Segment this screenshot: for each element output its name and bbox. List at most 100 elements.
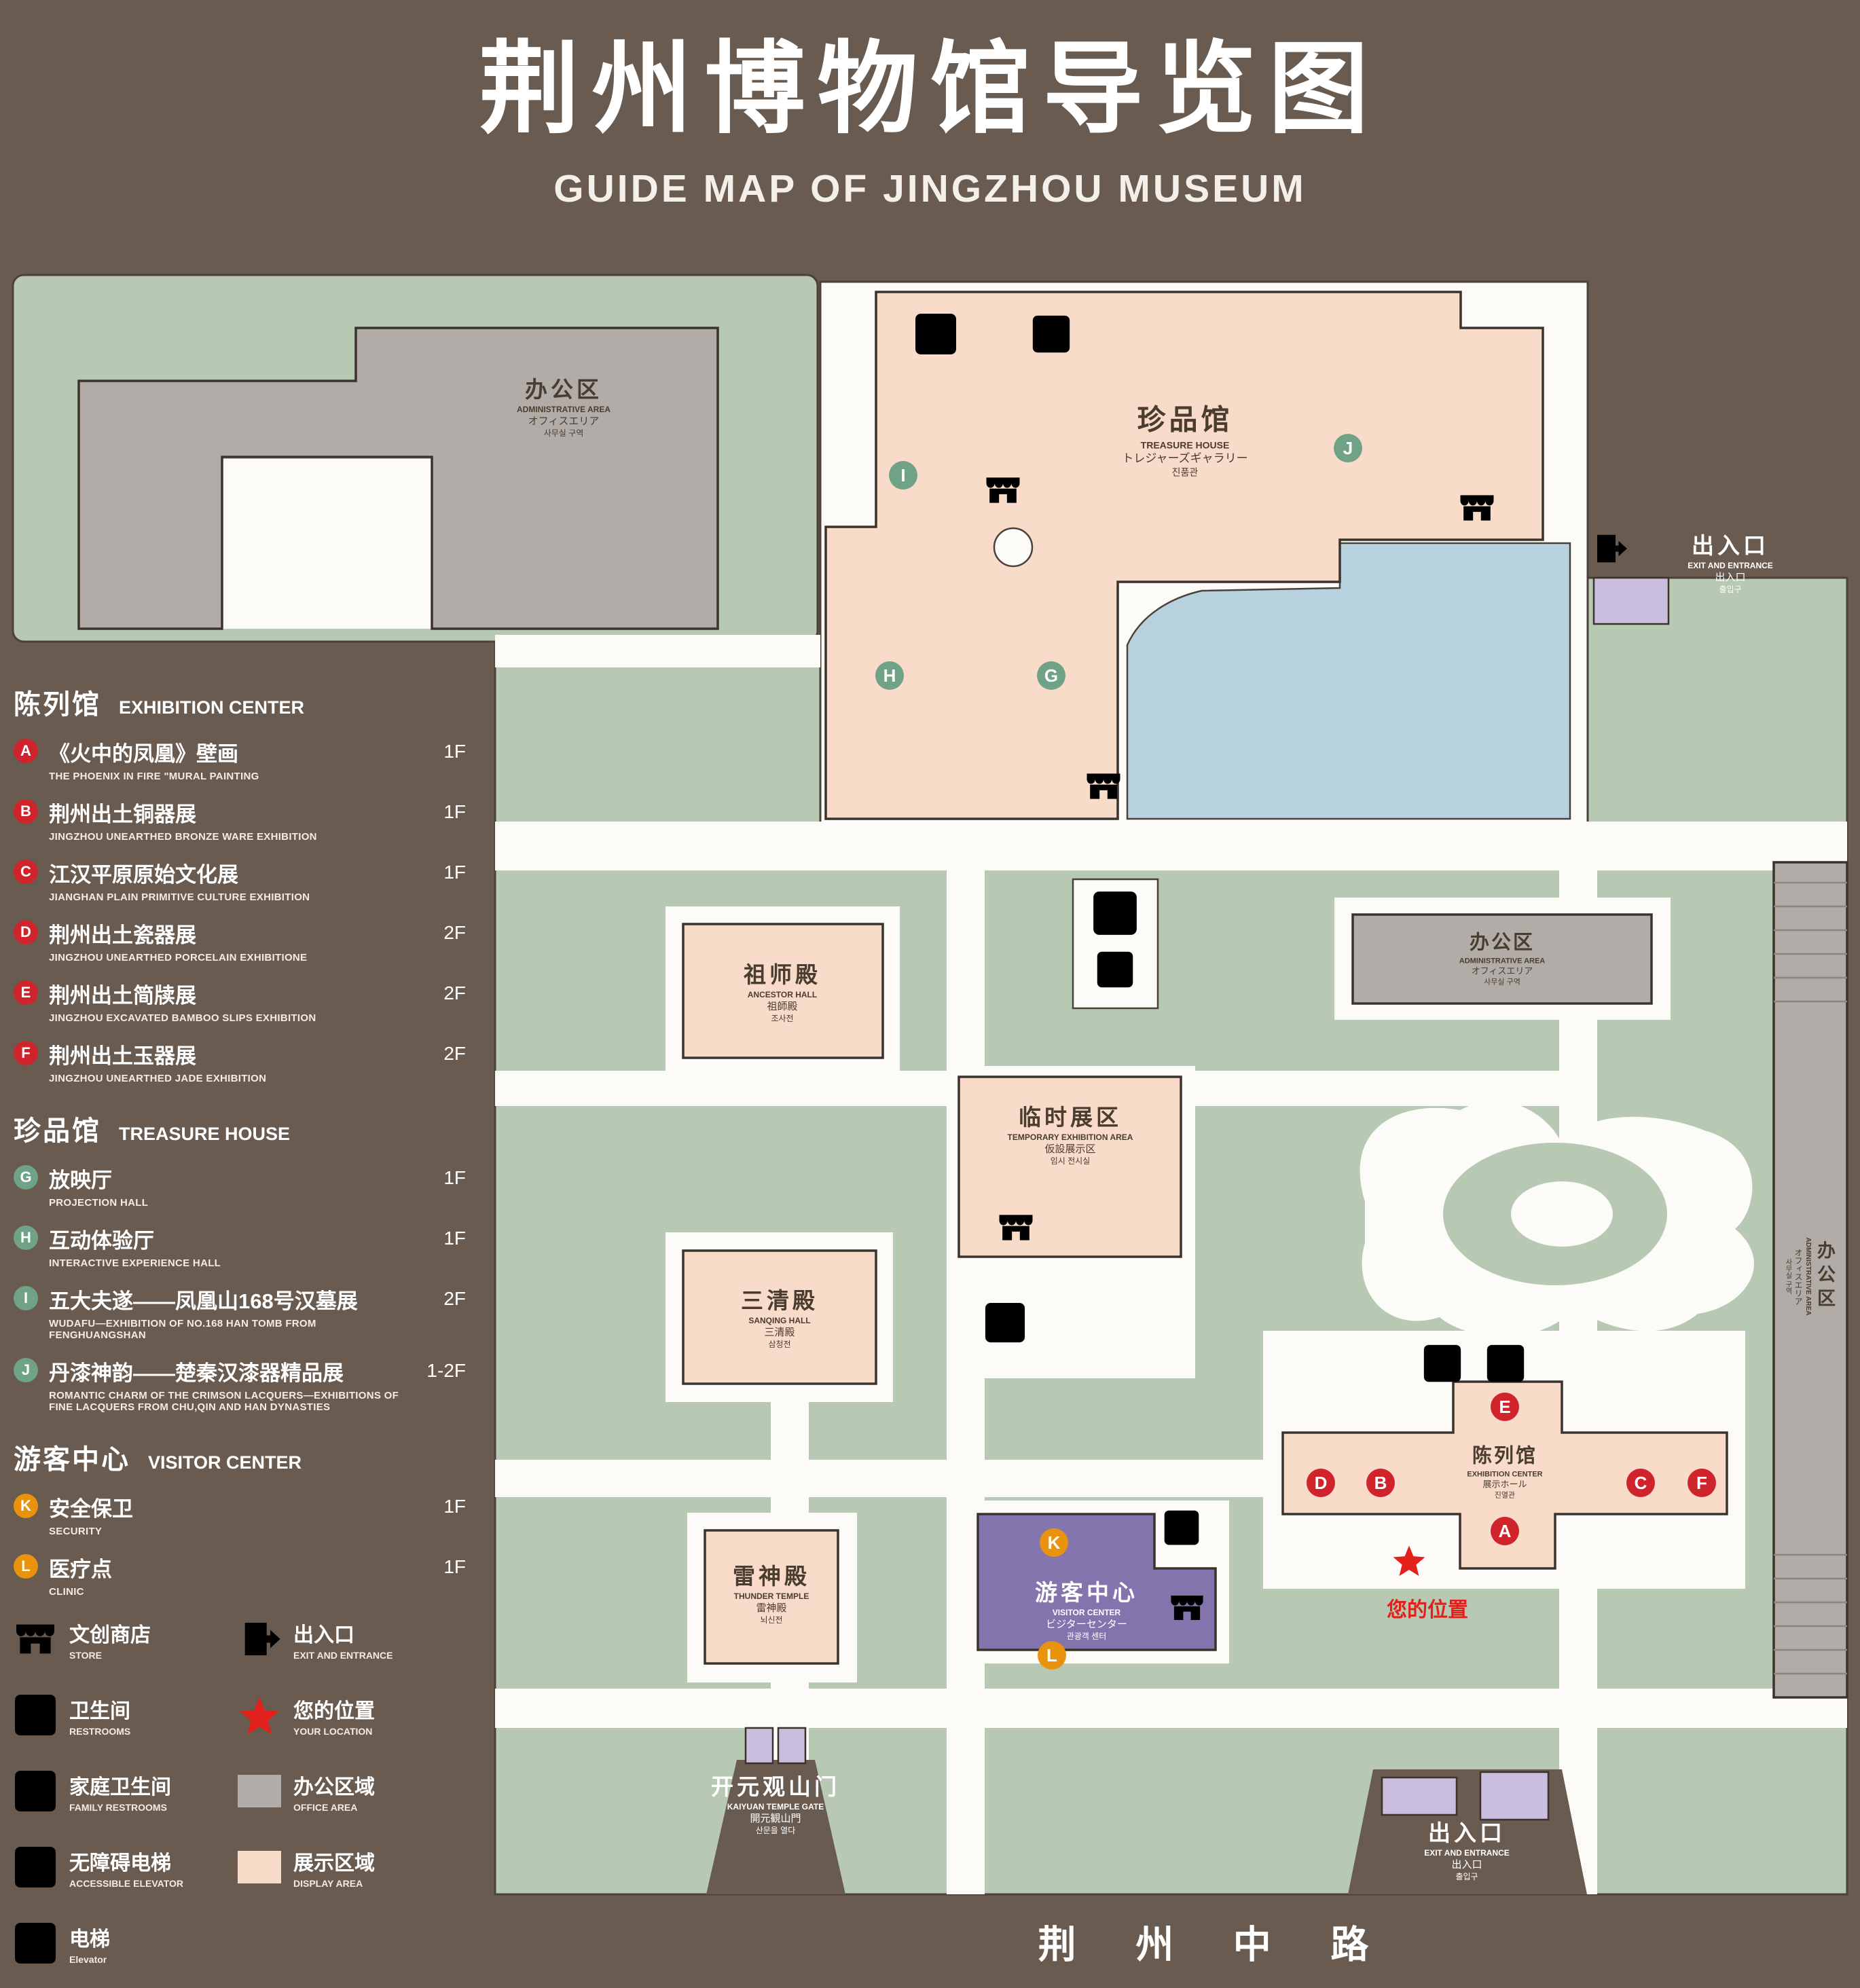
label-thunder-temple: 雷神殿 THUNDER TEMPLE 雷神殿 뇌신전: [733, 1564, 810, 1625]
accessible-elevator-icon: [14, 1845, 57, 1889]
building-ancestor-hall[interactable]: [682, 923, 884, 1059]
accessible-elevator-icon: [1423, 1344, 1462, 1383]
round-plaza: [993, 527, 1034, 568]
section-title-en: EXHIBITION CENTER: [119, 697, 305, 718]
map-marker-g[interactable]: G: [1037, 661, 1065, 690]
label-admin-northwest: 办公区 ADMINISTRATIVE AREA オフィスエリア 사무실 구역: [517, 377, 610, 439]
your-location-label: 您的位置: [1387, 1599, 1468, 1621]
legend-item-l[interactable]: L 医疗点 CLINIC 1F: [14, 1552, 489, 1598]
map-marker-j[interactable]: J: [1334, 434, 1362, 462]
page-header: 荆州博物馆导览图 GUIDE MAP OF JINGZHOU MUSEUM: [0, 0, 1860, 211]
map-marker-h[interactable]: H: [875, 661, 904, 690]
marker-badge: B: [14, 799, 38, 824]
store-icon: [1169, 1589, 1205, 1626]
legend-item-d[interactable]: D 荆州出土瓷器展 JINGZHOU UNEARTHED PORCELAIN E…: [14, 918, 489, 963]
label-exit-south: 出入口 EXIT AND ENTRANCE 出入口 출입구: [1424, 1820, 1510, 1882]
page-title: 荆州博物馆导览图: [479, 33, 1381, 145]
legend-item-b[interactable]: B 荆州出土铜器展 JINGZHOU UNEARTHED BRONZE WARE…: [14, 797, 489, 843]
display-area-swatch: [238, 1851, 281, 1883]
exit-icon: [238, 1617, 281, 1661]
map-marker-k[interactable]: K: [1040, 1528, 1068, 1557]
map-marker-d[interactable]: D: [1307, 1469, 1335, 1497]
label-exit-northeast: 出入口 EXIT AND ENTRANCE 出入口 출입구: [1688, 533, 1773, 595]
map-marker-b[interactable]: B: [1366, 1469, 1395, 1497]
courtyard-northwest: [222, 459, 432, 629]
page-subtitle: GUIDE MAP OF JINGZHOU MUSEUM: [553, 167, 1307, 210]
floor-tag: 2F: [443, 1043, 466, 1064]
floor-tag: 2F: [443, 1288, 466, 1309]
floor-tag: 2F: [443, 922, 466, 943]
section-title-zh: 陈列馆: [14, 690, 101, 720]
map-marker-a[interactable]: A: [1491, 1517, 1519, 1545]
restroom-icon: [14, 1693, 57, 1737]
legend-item-h[interactable]: H 互动体验厅 INTERACTIVE EXPERIENCE HALL 1F: [14, 1223, 489, 1269]
marker-badge: K: [14, 1494, 38, 1518]
section-title-zh: 游客中心: [14, 1445, 130, 1475]
marker-badge: H: [14, 1226, 38, 1250]
label-ancestor-hall: 祖师殿 ANCESTOR HALL 祖師殿 조사전: [744, 962, 821, 1024]
map-marker-e[interactable]: E: [1491, 1393, 1519, 1421]
legend-section-treasure-house: 珍品馆 TREASURE HOUSE: [14, 1109, 489, 1148]
legend-item-i[interactable]: I 五大夫遂——凤凰山168号汉墓展 WUDAFU—EXHIBITION OF …: [14, 1284, 489, 1341]
marker-badge: J: [14, 1358, 38, 1382]
south-exit-pad[interactable]: [1479, 1771, 1550, 1821]
corridor: [495, 1689, 1847, 1728]
floor-tag: 1F: [443, 741, 466, 762]
floor-tag: 1-2F: [426, 1360, 466, 1381]
restroom-icon: [1486, 1344, 1525, 1383]
legend-item-f[interactable]: F 荆州出土玉器展 JINGZHOU UNEARTHED JADE EXHIBI…: [14, 1039, 489, 1084]
temple-gate-pad[interactable]: [777, 1727, 807, 1765]
building-admin-northwest[interactable]: [77, 327, 719, 630]
road-name: 荆 州 中 路: [1038, 1923, 1393, 1966]
legend-item-j[interactable]: J 丹漆神韵——楚秦汉漆器精品展 ROMANTIC CHARM OF THE C…: [14, 1356, 489, 1413]
building-admin-east[interactable]: [1351, 913, 1653, 1005]
marker-badge: D: [14, 920, 38, 944]
corridor: [495, 822, 1847, 870]
label-temporary-exhibition: 临时展区 TEMPORARY EXHIBITION AREA 仮設展示区 임시 …: [1007, 1105, 1133, 1166]
marker-badge: L: [14, 1554, 38, 1579]
accessible-elevator-icon: [1096, 951, 1134, 989]
ramp-hatching: [1774, 881, 1847, 1675]
label-temple-gate: 开元观山门 KAIYUAN TEMPLE GATE 開元観山門 산문을 열다: [711, 1774, 840, 1836]
floor-tag: 1F: [443, 862, 466, 883]
section-title-zh: 珍品馆: [14, 1116, 101, 1146]
south-exit-pad[interactable]: [1381, 1776, 1458, 1816]
marker-badge: I: [14, 1286, 38, 1310]
legend-item-a[interactable]: A 《火中的凤凰》壁画 THE PHOENIX IN FIRE "MURAL P…: [14, 737, 489, 782]
northeast-exit-pad[interactable]: [1592, 576, 1670, 625]
floor-tag: 2F: [443, 982, 466, 1004]
map-marker-c[interactable]: C: [1626, 1469, 1655, 1497]
building-treasure-house[interactable]: [824, 291, 1544, 820]
legend-panel: 陈列馆 EXHIBITION CENTER A 《火中的凤凰》壁画 THE PH…: [14, 682, 489, 1613]
map-marker-i[interactable]: I: [889, 461, 917, 490]
label-treasure-house: 珍品馆 TREASURE HOUSE トレジャーズギャラリー 진품관: [1122, 403, 1248, 478]
map-marker-l[interactable]: L: [1038, 1641, 1066, 1670]
gate-approach: [706, 1760, 845, 1894]
legend-item-k[interactable]: K 安全保卫 SECURITY 1F: [14, 1492, 489, 1537]
garden-pond: [1511, 1181, 1613, 1247]
label-admin-east: 办公区 ADMINISTRATIVE AREA オフィスエリア 사무실 구역: [1459, 932, 1546, 987]
label-sanqing-hall: 三清殿 SANQING HALL 三清殿 삼청전: [741, 1288, 818, 1350]
legend-item-e[interactable]: E 荆州出土简牍展 JINGZHOU EXCAVATED BAMBOO SLIP…: [14, 978, 489, 1024]
building-temporary-exhibition[interactable]: [958, 1075, 1182, 1258]
marker-badge: C: [14, 860, 38, 884]
building-thunder-temple[interactable]: [704, 1529, 839, 1665]
legend-section-visitor-center: 游客中心 VISITOR CENTER: [14, 1437, 489, 1477]
elevator-icon: [1032, 314, 1071, 354]
building-sanqing-hall[interactable]: [682, 1249, 877, 1385]
restroom-icon: [1092, 890, 1138, 936]
floor-tag: 1F: [443, 801, 466, 822]
building-visitor-center[interactable]: [977, 1513, 1217, 1651]
legend-item-c[interactable]: C 江汉平原原始文化展 JIANGHAN PLAIN PRIMITIVE CUL…: [14, 858, 489, 903]
label-admin-southeast: 办公区 ADMINISTRATIVE AREA オフィスエリア 사무실 구역: [1784, 1237, 1835, 1316]
temple-gate-pad[interactable]: [744, 1727, 774, 1765]
map-marker-f[interactable]: F: [1688, 1469, 1716, 1497]
legend-item-g[interactable]: G 放映厅 PROJECTION HALL 1F: [14, 1163, 489, 1209]
